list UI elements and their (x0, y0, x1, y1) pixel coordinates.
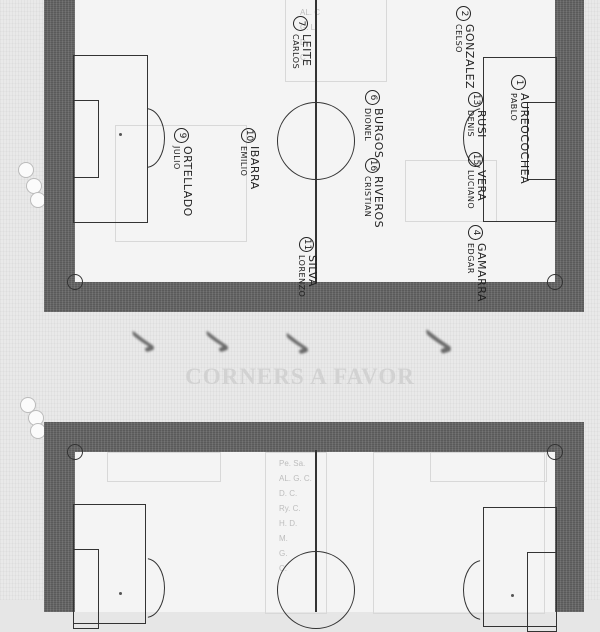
ghost-box (115, 125, 247, 242)
player-number: 2 (456, 6, 472, 21)
player-surname: SILVA (306, 255, 319, 287)
player-surname: IBARRA (248, 146, 261, 190)
section-title: CORNERS A FAVOR (185, 364, 415, 389)
ghost-box (405, 160, 497, 222)
player-firstname: LUCIANO (466, 170, 475, 210)
player-number: 9 (174, 128, 190, 143)
left-goal-area (73, 100, 99, 178)
right-penalty-spot (511, 594, 514, 597)
player-firstname: EDGAR (466, 243, 475, 274)
player-number: 4 (468, 225, 484, 240)
corner-arc (547, 274, 563, 290)
player-surname: GONZALEZ (463, 24, 476, 90)
player-firstname: CELSO (454, 24, 463, 53)
player-firstname: JULIO (172, 146, 181, 170)
player-firstname: CARLOS (291, 34, 300, 70)
corner-arc (547, 444, 563, 460)
player-number: 10 (241, 128, 257, 143)
player-surname: RIVEROS (372, 176, 385, 229)
corner-arc (67, 444, 83, 460)
player-firstname: DIONEL (363, 108, 372, 142)
player-surname: ORTELLADO (181, 146, 194, 217)
left-goal-area (73, 549, 99, 629)
binder-hole (20, 397, 36, 413)
player-surname: AUREOCOCHEA (518, 93, 531, 185)
player-surname: BURGOS (372, 108, 385, 159)
player-number: 13 (468, 92, 484, 107)
centre-circle (277, 551, 355, 629)
player-surname: RUSI (475, 110, 488, 138)
tally-mark: ✓ (275, 326, 322, 360)
player-number: 1 (511, 75, 527, 90)
player-firstname: LORENZO (297, 255, 306, 298)
tally-mark: ✓ (412, 321, 467, 361)
player-surname: VERA (475, 170, 488, 202)
player-number: 15 (468, 152, 484, 167)
player-firstname: CRISTIAN (363, 176, 372, 218)
bottom-pitch: Pe. Sa.AL. G. C.D. C.Ry. C.H. D.M.G.C. (67, 444, 563, 632)
halfway-line (315, 450, 317, 612)
player-number: 6 (365, 90, 381, 105)
player-number: 7 (293, 16, 309, 31)
left-penalty-spot (119, 133, 122, 136)
right-goal-area (527, 552, 557, 632)
player-number: 11 (299, 237, 315, 252)
player-firstname: PABLO (509, 93, 518, 122)
left-penalty-spot (119, 592, 122, 595)
ghost-box (430, 452, 547, 482)
right-goal-area (527, 102, 557, 180)
centre-circle (277, 102, 355, 180)
tally-mark: ✓ (121, 324, 168, 358)
ghost-box (107, 452, 221, 482)
player-number: 16 (365, 158, 381, 173)
ghost-box (285, 0, 387, 82)
player-surname: LEITE (300, 34, 313, 67)
binder-hole (18, 162, 34, 178)
corner-arc (67, 274, 83, 290)
player-surname: GAMARRA (475, 243, 488, 302)
tally-mark: ✓ (195, 324, 242, 358)
player-firstname: DENIS (466, 110, 475, 138)
player-firstname: EMILIO (239, 146, 248, 177)
